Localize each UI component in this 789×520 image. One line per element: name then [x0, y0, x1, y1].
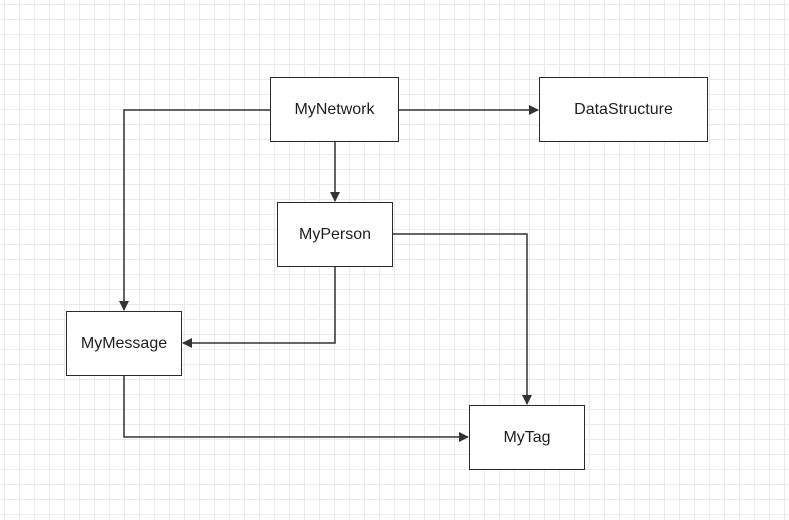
node-datastructure[interactable]: DataStructure [539, 77, 708, 142]
edge-network-to-message [119, 109, 270, 311]
node-mynetwork[interactable]: MyNetwork [270, 77, 399, 142]
node-myperson[interactable]: MyPerson [277, 202, 393, 267]
node-mymessage-label: MyMessage [80, 334, 168, 352]
edge-message-to-tag [123, 376, 469, 442]
node-mytag[interactable]: MyTag [469, 405, 585, 470]
edge-person-to-tag [393, 233, 532, 405]
node-mytag-label: MyTag [503, 428, 551, 446]
node-myperson-label: MyPerson [298, 225, 372, 243]
edge-person-to-message [182, 267, 336, 348]
node-mynetwork-label: MyNetwork [294, 100, 375, 118]
node-mymessage[interactable]: MyMessage [66, 311, 182, 376]
node-datastructure-label: DataStructure [574, 100, 673, 118]
